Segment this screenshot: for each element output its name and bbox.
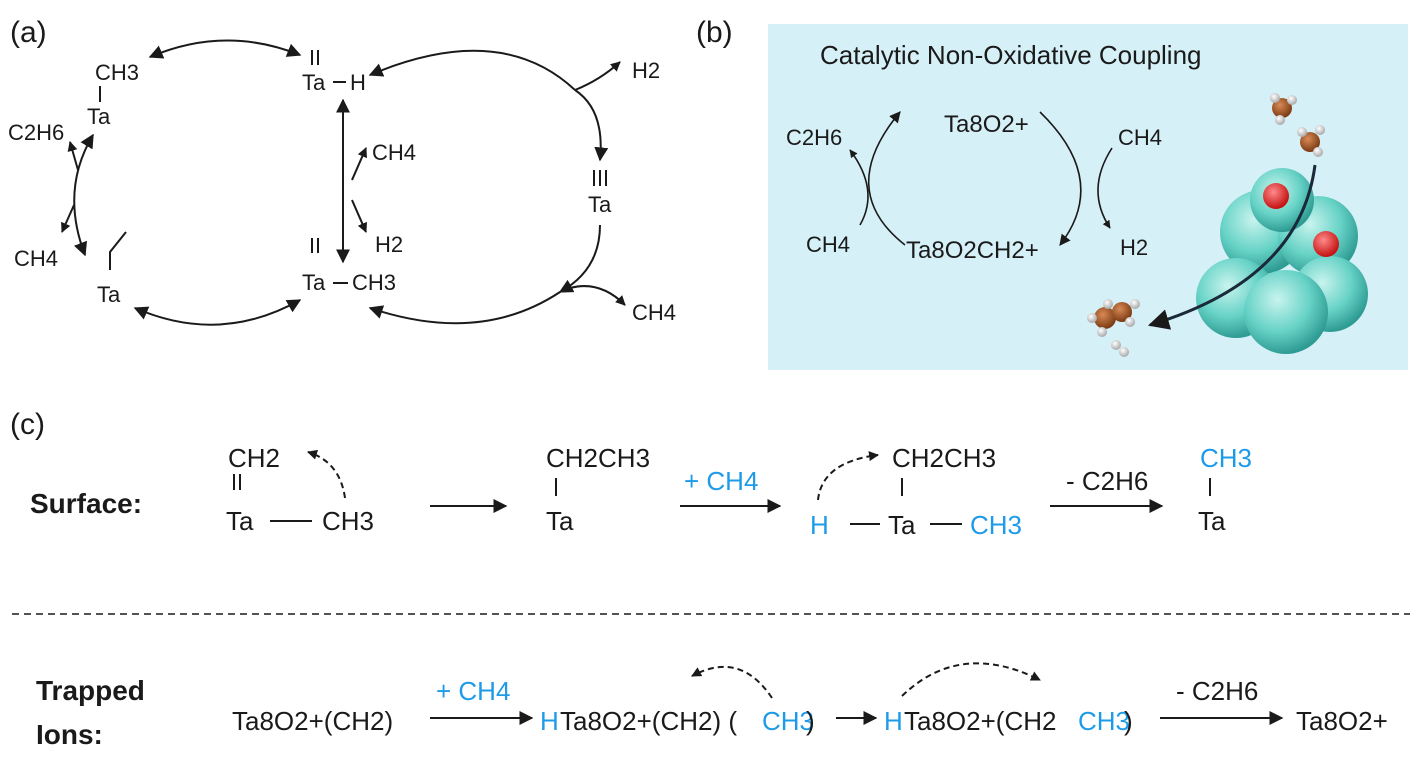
panel-a: (a) CH3 Ta C2H6 CH4 Ta Ta H Ta CH3 CH4 H…	[8, 16, 676, 326]
t-h-1: H	[540, 706, 559, 736]
t-mid2-a: Ta8O2+(CH2	[904, 706, 1056, 736]
ta-hydride-label: Ta	[302, 70, 326, 95]
c2h6-label: C2H6	[8, 120, 64, 145]
arrow-ch4-left	[61, 204, 75, 233]
ch4-mid-label: CH4	[372, 140, 416, 165]
b-right-arc	[1039, 111, 1082, 246]
s-dashed-arrow-1	[307, 449, 346, 499]
arrow-bottom-left	[133, 299, 302, 326]
surface-row-label: Surface:	[30, 488, 142, 519]
h-label: H	[350, 70, 366, 95]
s-ch3-1: CH3	[322, 506, 374, 536]
t-dashed-arrow-2	[901, 662, 1041, 697]
t-mid2-b: CH3	[1078, 706, 1130, 736]
s-ch2: CH2	[228, 443, 280, 473]
s-ch3-blue: CH3	[970, 510, 1022, 540]
ta-ethyl-label: Ta	[97, 282, 121, 307]
t-plus-ch4: + CH4	[436, 676, 510, 706]
t-start: Ta8O2+(CH2)	[232, 706, 393, 736]
t-close-1: )	[806, 706, 815, 736]
s-ta-final: Ta	[1198, 506, 1226, 536]
arrow-left-top	[73, 133, 94, 257]
cluster-illustration	[1087, 93, 1368, 357]
t-ch3: CH3	[762, 706, 814, 736]
trapped-row-label-1: Trapped	[36, 675, 145, 706]
panel-b-label: (b)	[696, 16, 733, 49]
t-mid1: Ta8O2+(CH2) (	[560, 706, 737, 736]
ta-label: Ta	[87, 104, 111, 129]
arrow-right-bottom	[558, 224, 601, 293]
h2-top-label: H2	[632, 58, 660, 83]
panel-c: (c) Surface: CH2 Ta CH3 CH2CH3 Ta + CH4 …	[10, 408, 1410, 750]
b-ch4-left-label: CH4	[806, 232, 850, 257]
panel-b: (b) Catalytic Non-Oxidative Coupling C2H…	[696, 16, 1408, 370]
ch3-b-label: CH3	[352, 270, 396, 295]
s-plus-ch4: + CH4	[684, 466, 758, 496]
arrow-right-top	[368, 49, 576, 91]
b-ta8o2-label: Ta8O2+	[944, 111, 1029, 138]
b-ta8o2ch2-label: Ta8O2CH2+	[906, 237, 1039, 264]
panel-a-label: (a)	[10, 16, 47, 49]
s-ch2ch3-2: CH2CH3	[892, 443, 996, 473]
ch3-label: CH3	[95, 60, 139, 85]
t-mid2-c: )	[1124, 706, 1133, 736]
s-dashed-arrow-2	[817, 451, 879, 501]
arrow-top-left	[148, 39, 302, 59]
ch4-label: CH4	[14, 246, 58, 271]
arrow-c2h6	[67, 141, 79, 171]
t-minus-c2h6: - C2H6	[1176, 676, 1258, 706]
s-ta2: Ta	[546, 506, 574, 536]
ta-methyl-label: Ta	[302, 270, 326, 295]
t-dashed-arrow-1	[691, 665, 773, 699]
s-minus-c2h6: - C2H6	[1066, 466, 1148, 496]
trapped-row-label-2: Ions:	[36, 719, 103, 750]
panel-c-label: (c)	[10, 408, 45, 441]
b-ch4-right-label: CH4	[1118, 125, 1162, 150]
b-h2-label: H2	[1120, 235, 1148, 260]
ta-triple-label: Ta	[588, 192, 612, 217]
b-c2h6-label: C2H6	[786, 125, 842, 150]
b-left-arc	[867, 111, 906, 246]
s-ta3: Ta	[888, 510, 916, 540]
s-h: H	[810, 510, 829, 540]
s-ch2ch3-1: CH2CH3	[546, 443, 650, 473]
s-ch3-final: CH3	[1200, 443, 1252, 473]
h2-mid-label: H2	[375, 232, 403, 257]
panel-b-title: Catalytic Non-Oxidative Coupling	[820, 40, 1202, 70]
s-ta1: Ta	[226, 506, 254, 536]
t-h-2: H	[884, 706, 903, 736]
ethyl-bond	[109, 231, 127, 270]
t-end: Ta8O2+	[1296, 706, 1388, 736]
ch4-bottom-label: CH4	[632, 300, 676, 325]
